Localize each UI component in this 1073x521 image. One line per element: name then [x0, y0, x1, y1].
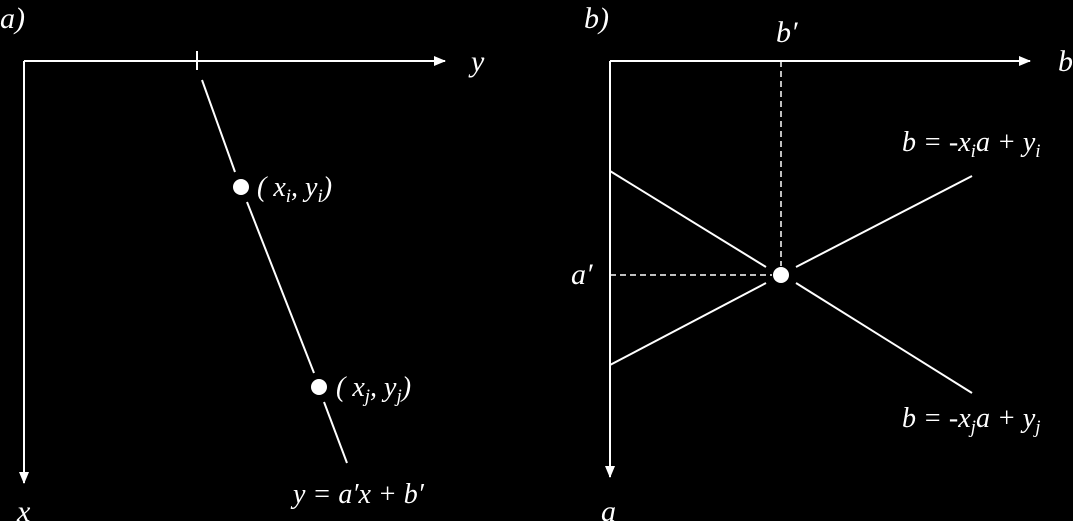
x-axis-label: x [16, 495, 31, 521]
point-i-marker [233, 179, 249, 195]
param-line-i-right [795, 175, 973, 268]
equation-j: b = -xja + yj [902, 403, 1041, 438]
y-axis-label: y [468, 45, 485, 78]
panel-a-label: a) [0, 2, 25, 35]
point-j-label: ( xj, yj) [336, 372, 411, 407]
line-equation: y = a′x + b′ [290, 479, 425, 510]
point-j-marker [311, 379, 327, 395]
panel-a: a) y x ( xi, yi) ( xj, yj) y = a′x + b′ [0, 2, 485, 521]
fit-line-segment-top [201, 79, 236, 173]
panel-b-label: b) [584, 2, 609, 35]
fit-line-segment-middle [246, 201, 315, 374]
intersection-marker [773, 267, 789, 283]
param-line-i-left [609, 282, 767, 366]
panel-b: b) b a b′ a′ b = -xia + yi b = -xja + yj [571, 2, 1073, 521]
point-i-label: ( xi, yi) [257, 172, 332, 207]
equation-i: b = -xia + yi [902, 127, 1041, 162]
param-line-j-right [795, 282, 973, 394]
a-axis-label: a [601, 495, 616, 521]
param-line-j-left [609, 170, 767, 268]
b-prime-label: b′ [776, 16, 798, 49]
a-prime-label: a′ [571, 258, 593, 291]
b-axis-label: b [1058, 45, 1073, 78]
fit-line-segment-bottom [323, 401, 348, 464]
